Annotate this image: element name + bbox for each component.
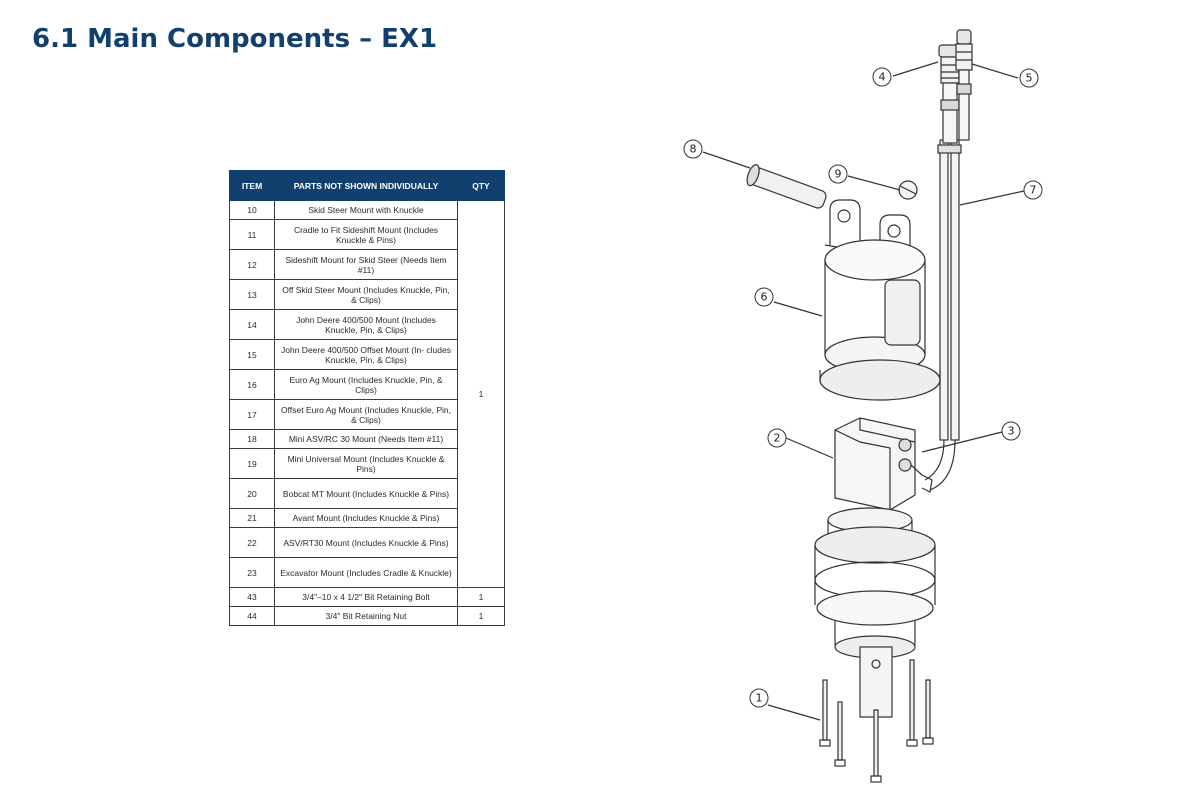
part-description: Skid Steer Mount with Knuckle — [274, 200, 458, 220]
item-number: 19 — [229, 448, 275, 479]
hydraulic-hose-7 — [924, 139, 962, 491]
column-header-description: PARTS NOT SHOWN INDIVIDUALLY — [274, 170, 458, 201]
callout-9-circle — [828, 164, 848, 184]
part-description: Bobcat MT Mount (Includes Knuckle & Pins… — [274, 478, 458, 509]
callout-1-circle — [749, 688, 769, 708]
item-number: 14 — [229, 309, 275, 340]
part-description: Offset Euro Ag Mount (Includes Knuckle, … — [274, 399, 458, 430]
callout-3-label: 3 — [1008, 425, 1015, 438]
callout-5-label: 5 — [1026, 72, 1033, 85]
group-quantity: 1 — [457, 200, 505, 588]
retaining-clip-9 — [898, 180, 918, 200]
part-description: Sideshift Mount for Skid Steer (Needs It… — [274, 249, 458, 280]
part-description: ASV/RT30 Mount (Includes Knuckle & Pins) — [274, 527, 458, 558]
gearbox-housing-3 — [814, 507, 936, 718]
item-number: 16 — [229, 369, 275, 400]
item-number: 17 — [229, 399, 275, 430]
part-description: Euro Ag Mount (Includes Knuckle, Pin, & … — [274, 369, 458, 400]
item-number: 21 — [229, 508, 275, 528]
item-number: 22 — [229, 527, 275, 558]
mounting-bolts-1 — [819, 659, 934, 783]
part-description: Mini ASV/RC 30 Mount (Needs Item #11) — [274, 429, 458, 449]
item-number: 12 — [229, 249, 275, 280]
part-description: Avant Mount (Includes Knuckle & Pins) — [274, 508, 458, 528]
part-description: John Deere 400/500 Mount (Includes Knuck… — [274, 309, 458, 340]
item-number: 10 — [229, 200, 275, 220]
item-quantity: 1 — [457, 606, 505, 626]
drive-housing-6 — [819, 199, 941, 401]
part-description: 3/4" Bit Retaining Nut — [274, 606, 458, 626]
item-quantity: 1 — [457, 587, 505, 607]
item-number: 18 — [229, 429, 275, 449]
callout-4-label: 4 — [879, 71, 886, 84]
part-description: 3/4"–10 x 4 1/2" Bit Retaining Bolt — [274, 587, 458, 607]
item-number: 13 — [229, 279, 275, 310]
item-number: 15 — [229, 339, 275, 370]
callout-7-label: 7 — [1030, 184, 1037, 197]
callout-2-label: 2 — [774, 432, 781, 445]
column-header-item: ITEM — [229, 170, 275, 201]
part-description: Excavator Mount (Includes Cradle & Knuck… — [274, 557, 458, 588]
callout-8-label: 8 — [690, 143, 697, 156]
callout-2-circle — [767, 428, 787, 448]
mount-pin-8 — [746, 164, 827, 209]
callout-4-circle — [872, 67, 892, 87]
hydraulic-motor-2 — [834, 417, 933, 511]
part-description: Cradle to Fit Sideshift Mount (Includes … — [274, 219, 458, 250]
callout-9-label: 9 — [835, 168, 842, 181]
part-description: John Deere 400/500 Offset Mount (In- clu… — [274, 339, 458, 370]
callout-5-circle — [1019, 68, 1039, 88]
item-number: 11 — [229, 219, 275, 250]
parts-table: ITEM PARTS NOT SHOWN INDIVIDUALLY QTY 10… — [229, 170, 505, 626]
page-title: 6.1 Main Components – EX1 — [32, 24, 438, 54]
item-number: 20 — [229, 478, 275, 509]
callout-6-label: 6 — [761, 291, 768, 304]
callout-1-label: 1 — [756, 692, 763, 705]
column-header-qty: QTY — [457, 170, 505, 201]
item-number: 23 — [229, 557, 275, 588]
exploded-parts-diagram: 1 2 3 4 5 6 7 8 9 — [683, 29, 1043, 783]
part-description: Off Skid Steer Mount (Includes Knuckle, … — [274, 279, 458, 310]
item-number: 43 — [229, 587, 275, 607]
callout-7-circle — [1023, 180, 1043, 200]
callout-6-circle — [754, 287, 774, 307]
callout-3-circle — [1001, 421, 1021, 441]
item-number: 44 — [229, 606, 275, 626]
hose-fitting-5 — [955, 29, 973, 141]
callout-8-circle — [683, 139, 703, 159]
table-header-row: ITEM PARTS NOT SHOWN INDIVIDUALLY QTY — [229, 170, 505, 201]
part-description: Mini Universal Mount (Includes Knuckle &… — [274, 448, 458, 479]
